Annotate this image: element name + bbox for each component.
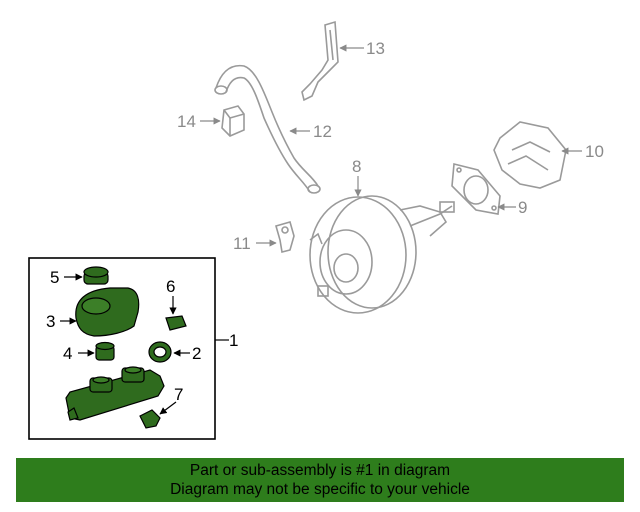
callout-2-label: 2 <box>192 344 201 363</box>
callout-3: 3 <box>46 312 77 331</box>
master-cylinder-body[interactable] <box>65 366 165 421</box>
callout-13-label: 13 <box>366 39 385 58</box>
bracket-part-13[interactable] <box>301 20 339 102</box>
callout-3-label: 3 <box>46 312 55 331</box>
banner-line-1: Part or sub-assembly is #1 in diagram <box>189 462 451 479</box>
callout-8-label: 8 <box>352 157 361 176</box>
callout-14: 14 <box>177 112 221 131</box>
check-valve-part-14[interactable] <box>221 105 245 137</box>
assembly-box-part-1[interactable] <box>28 257 216 440</box>
callout-10: 10 <box>561 142 604 161</box>
callout-10-label: 10 <box>585 142 604 161</box>
seal-ring-part-2[interactable] <box>148 341 172 363</box>
sensor-part-7[interactable] <box>139 409 161 429</box>
reservoir-cap-part-5[interactable] <box>83 266 109 285</box>
callout-9: 9 <box>497 198 527 217</box>
callout-6: 6 <box>166 277 177 315</box>
callout-8: 8 <box>352 157 362 197</box>
reservoir-part-3[interactable] <box>75 287 140 337</box>
callout-11-label: 11 <box>233 234 251 253</box>
brake-booster-part-8[interactable] <box>309 195 455 314</box>
callout-13: 13 <box>339 39 385 58</box>
callout-12-label: 12 <box>313 122 332 141</box>
clip-part-6[interactable] <box>165 315 187 331</box>
callout-4-label: 4 <box>63 344 72 363</box>
callout-9-label: 9 <box>518 198 527 217</box>
callout-5: 5 <box>50 268 83 287</box>
callout-1-label: 1 <box>229 331 238 350</box>
info-banner: Part or sub-assembly is #1 in diagram Di… <box>16 458 624 502</box>
callout-1: 1 <box>215 331 238 350</box>
banner-line-2: Diagram may not be specific to your vehi… <box>170 481 470 498</box>
parts-diagram: 13 12 14 10 9 <box>28 20 604 440</box>
callout-6-label: 6 <box>166 277 175 296</box>
callout-14-label: 14 <box>177 112 196 131</box>
callout-5-label: 5 <box>50 268 59 287</box>
callout-7: 7 <box>159 385 183 415</box>
gasket-part-9[interactable] <box>451 162 501 215</box>
clip-part-11[interactable] <box>275 221 295 253</box>
grommet-part-4[interactable] <box>95 341 115 361</box>
callout-12: 12 <box>289 122 332 141</box>
insulator-part-10[interactable] <box>493 121 567 189</box>
callout-4: 4 <box>63 344 95 363</box>
vacuum-hose-part-12[interactable] <box>214 64 321 194</box>
callout-11: 11 <box>233 234 277 253</box>
callout-7-label: 7 <box>174 385 183 404</box>
callout-2: 2 <box>173 344 201 363</box>
